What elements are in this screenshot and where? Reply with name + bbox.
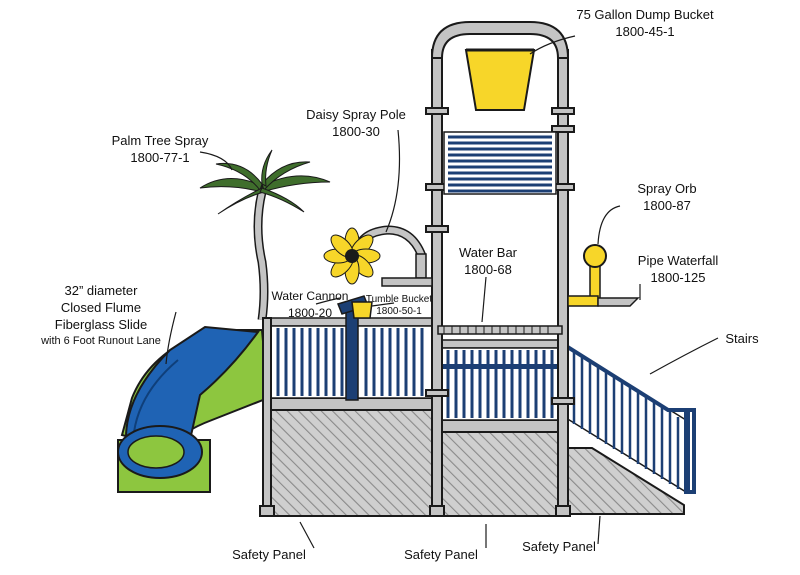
daisy-pole-name: Daisy Spray Pole (306, 107, 406, 122)
tumble-bucket-label: Tumble Bucket 1800-50-1 (364, 294, 434, 318)
safety-panel-right-label: Safety Panel (504, 538, 614, 555)
safety-panel-left-label: Safety Panel (214, 546, 324, 563)
slide-line-1: 32” diameter (64, 283, 138, 298)
water-bar-code: 1800-68 (464, 262, 512, 277)
slide-line-3: Fiberglass Slide (54, 317, 148, 332)
safety-panel-right-name: Safety Panel (522, 539, 596, 554)
safety-panel-mid (435, 427, 563, 517)
slide-label: 32” diameter Closed Flume Fiberglass Sli… (26, 282, 176, 350)
spray-orb (583, 244, 607, 303)
water-cannon-name: Water Cannon (271, 289, 349, 303)
blue-shade-panel (443, 131, 557, 195)
slide-line-4: with 6 Foot Runout Lane (41, 335, 161, 347)
dump-bucket-code: 1800-45-1 (615, 24, 675, 39)
water-cannon-code: 1800-20 (287, 306, 333, 320)
palm-tree-code: 1800-77-1 (130, 150, 190, 165)
palm-tree-name: Palm Tree Spray (111, 133, 209, 148)
dump-bucket (464, 48, 536, 111)
pipe-waterfall-code: 1800-125 (650, 270, 706, 285)
pipe-waterfall-label: Pipe Waterfall 1800-125 (628, 252, 728, 286)
rail-panel-right (439, 347, 563, 421)
safety-panel-mid-name: Safety Panel (404, 547, 478, 562)
water-cannon-label: Water Cannon 1800-20 (270, 288, 350, 322)
water-bar (437, 325, 563, 335)
safety-panel-mid-label: Safety Panel (386, 546, 496, 563)
palm-tree-spray (199, 149, 331, 321)
slide-line-2: Closed Flume (60, 300, 142, 315)
tumble-bucket-code: 1800-50-1 (376, 306, 422, 317)
daisy-pole-code: 1800-30 (332, 124, 380, 139)
pipe-waterfall-name: Pipe Waterfall (637, 253, 719, 268)
daisy-pole-label: Daisy Spray Pole 1800-30 (296, 106, 416, 140)
safety-panel-left-name: Safety Panel (232, 547, 306, 562)
daisy-spray-pole (323, 225, 433, 287)
spray-orb-code: 1800-87 (643, 198, 691, 213)
leader-lines (165, 35, 719, 549)
dump-bucket-label: 75 Gallon Dump Bucket 1800-45-1 (555, 6, 735, 40)
stairs (564, 344, 696, 494)
closed-flume-slide (117, 325, 270, 493)
spray-orb-name: Spray Orb (637, 181, 697, 196)
water-bar-name: Water Bar (458, 245, 518, 260)
tumble-bucket (351, 301, 373, 319)
spray-orb-label: Spray Orb 1800-87 (622, 180, 712, 214)
palm-tree-label: Palm Tree Spray 1800-77-1 (100, 132, 220, 166)
stairs-name: Stairs (725, 331, 759, 346)
water-bar-label: Water Bar 1800-68 (448, 244, 528, 278)
stairs-label: Stairs (712, 330, 772, 347)
dump-bucket-name: 75 Gallon Dump Bucket (576, 7, 714, 22)
pipe-waterfall (567, 295, 640, 307)
frame-posts (259, 21, 575, 517)
tumble-bucket-name: Tumble Bucket (365, 294, 433, 305)
safety-panel-left (267, 407, 433, 517)
